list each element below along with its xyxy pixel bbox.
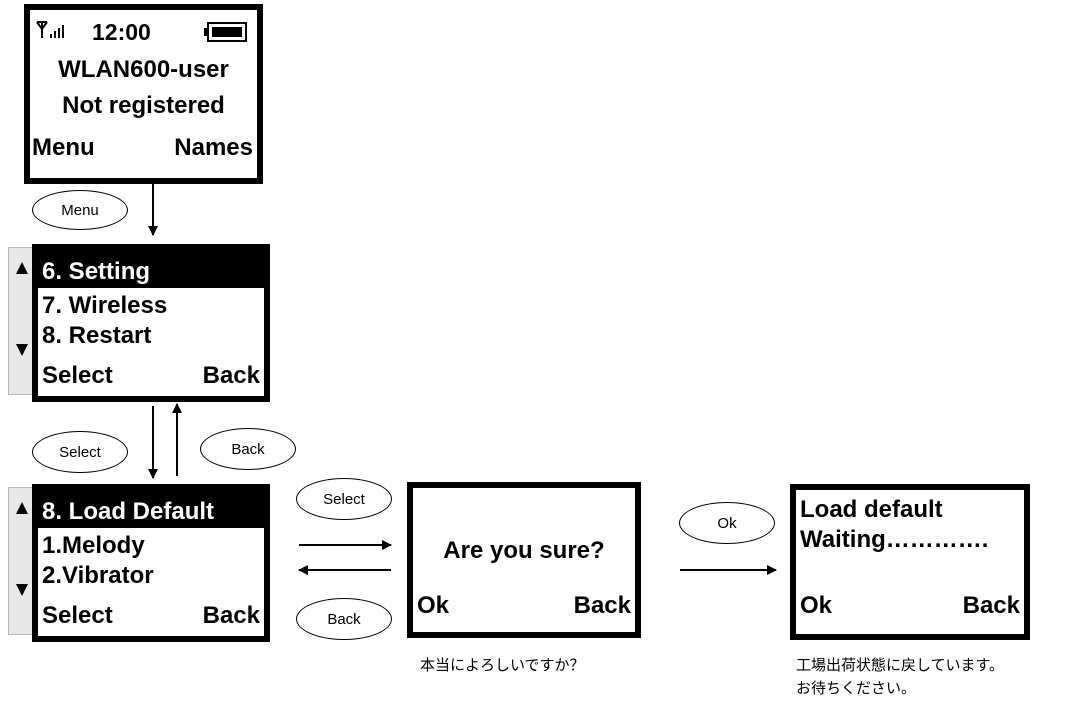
user-name: WLAN600-user <box>58 56 229 83</box>
registration-status: Not registered <box>62 92 225 119</box>
idle-screen: 12:00 WLAN600-user Not registered Menu N… <box>24 4 263 184</box>
load-default-screen: Load default Waiting…………. Ok Back <box>790 484 1030 640</box>
scroll-down-icon <box>16 584 28 596</box>
softkey-back[interactable]: Back <box>962 592 1020 619</box>
status-time: 12:00 <box>92 19 151 45</box>
back-key[interactable]: Back <box>200 428 296 470</box>
status-line-waiting: Waiting…………. <box>800 526 989 553</box>
settings-menu-screen: 8. Load Default 1.Melody 2.Vibrator Sele… <box>32 484 270 642</box>
ok-key[interactable]: Ok <box>679 502 775 544</box>
menu-item-melody[interactable]: 1.Melody <box>42 532 145 559</box>
menu-item-vibrator[interactable]: 2.Vibrator <box>42 562 154 589</box>
scroll-up-icon <box>16 262 28 274</box>
scroll-up-icon <box>16 502 28 514</box>
softkey-back[interactable]: Back <box>202 602 260 629</box>
scroll-down-icon <box>16 344 28 356</box>
softkey-back[interactable]: Back <box>573 592 631 619</box>
menu-item-label: 6. Setting <box>42 258 151 285</box>
back-key[interactable]: Back <box>296 598 392 640</box>
select-key[interactable]: Select <box>32 431 128 473</box>
menu-item-restart[interactable]: 8. Restart <box>42 322 152 349</box>
submenu-scrollbar[interactable] <box>8 487 36 635</box>
main-menu-screen: 6. Setting 7. Wireless 8. Restart Select… <box>32 244 270 402</box>
confirm-screen: Are you sure? Ok Back <box>407 482 641 638</box>
softkey-menu[interactable]: Menu <box>32 134 95 161</box>
menu-item-label: 8. Load Default <box>42 498 215 525</box>
menu-item-setting-selected[interactable]: 6. Setting <box>38 250 264 288</box>
status-line-load-default: Load default <box>800 496 943 523</box>
confirm-prompt: Are you sure? <box>443 537 605 564</box>
menu-key[interactable]: Menu <box>32 190 128 230</box>
softkey-back[interactable]: Back <box>202 362 260 389</box>
softkey-names[interactable]: Names <box>174 134 253 161</box>
menu-item-wireless[interactable]: 7. Wireless <box>42 292 168 319</box>
softkey-ok[interactable]: Ok <box>417 592 450 619</box>
waiting-note-line1: 工場出荷状態に戻しています。 <box>796 657 1005 674</box>
battery-icon <box>204 22 248 42</box>
confirm-note: 本当によろしいですか？ <box>420 657 585 674</box>
select-key[interactable]: Select <box>296 478 392 520</box>
menu-item-load-default-selected[interactable]: 8. Load Default <box>38 490 264 528</box>
softkey-select[interactable]: Select <box>42 362 113 389</box>
signal-icon <box>36 20 76 40</box>
softkey-select[interactable]: Select <box>42 602 113 629</box>
softkey-ok[interactable]: Ok <box>800 592 833 619</box>
waiting-note-line2: お待ちください。 <box>796 680 917 697</box>
